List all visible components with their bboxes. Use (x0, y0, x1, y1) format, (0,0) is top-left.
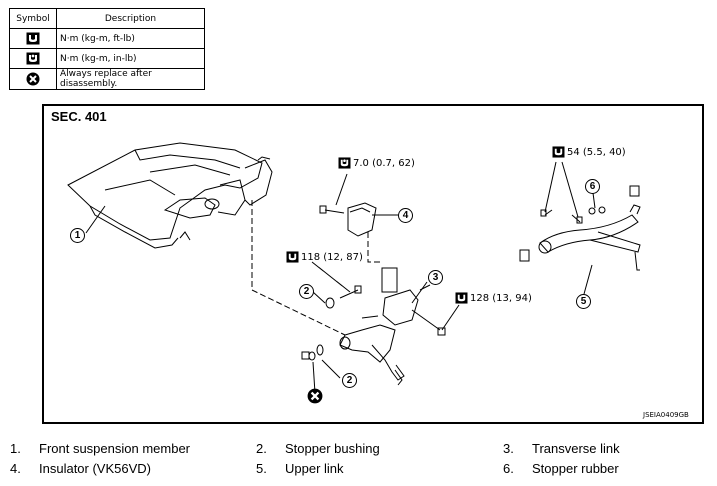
torque-spec-upper-link: 54 (5.5, 40) (552, 146, 626, 158)
torque-wrench-ftlb-icon (552, 146, 565, 158)
callout-2-lower: 2 (342, 373, 357, 388)
part-number: 1. (10, 441, 21, 456)
torque-spec-stopper-bushing: 118 (12, 87) (286, 251, 363, 263)
callout-3: 3 (428, 270, 443, 285)
torque-wrench-ftlb-icon (455, 292, 468, 304)
legend-row-3-description: Always replace after disassembly. (56, 68, 205, 90)
part-name: Transverse link (532, 441, 620, 456)
part-name: Stopper bushing (285, 441, 380, 456)
part-number: 6. (503, 461, 514, 476)
torque-value: 128 (13, 94) (470, 292, 532, 304)
transverse-link-drawing (339, 267, 446, 386)
part-number: 5. (256, 461, 267, 476)
part-name: Stopper rubber (532, 461, 619, 476)
part-name: Front suspension member (39, 441, 191, 456)
stopper-bushing-drawing (301, 285, 362, 361)
callout-6: 6 (585, 179, 600, 194)
always-replace-icon (307, 388, 323, 404)
part-number: 2. (256, 441, 267, 456)
callout-2-upper: 2 (299, 284, 314, 299)
part-name: Insulator (VK56VD) (39, 461, 151, 476)
diagram-frame (42, 104, 704, 424)
torque-wrench-inlb-icon (26, 52, 40, 65)
torque-wrench-ftlb-icon (286, 251, 299, 263)
torque-spec-transverse-link: 128 (13, 94) (455, 292, 532, 304)
torque-wrench-inlb-icon (338, 157, 351, 169)
section-label: SEC. 401 (51, 109, 107, 124)
torque-value: 7.0 (0.7, 62) (353, 157, 415, 169)
symbol-legend-table: Symbol Description N·m (kg-m, ft-lb) N·m… (9, 8, 205, 90)
torque-value: 54 (5.5, 40) (567, 146, 626, 158)
torque-wrench-ftlb-icon (26, 32, 40, 45)
torque-value: 118 (12, 87) (301, 251, 363, 263)
torque-spec-insulator: 7.0 (0.7, 62) (338, 157, 415, 169)
callout-5: 5 (576, 294, 591, 309)
callout-4: 4 (398, 208, 413, 223)
figure-code: JSEIA0409GB (643, 411, 689, 419)
front-suspension-member-drawing (67, 142, 273, 249)
callout-1: 1 (70, 228, 85, 243)
part-number: 4. (10, 461, 21, 476)
part-name: Upper link (285, 461, 344, 476)
part-number: 3. (503, 441, 514, 456)
upper-link-drawing (519, 185, 641, 271)
always-replace-icon (26, 72, 40, 86)
